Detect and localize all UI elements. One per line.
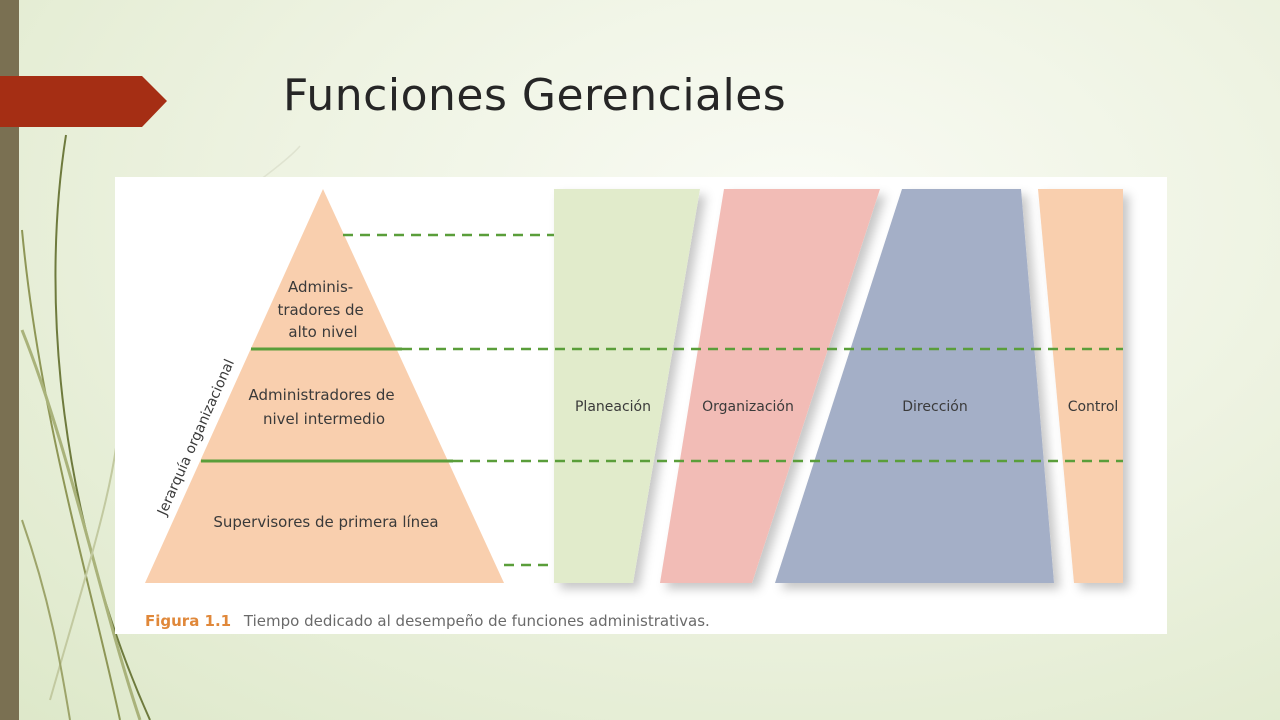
level-label-line: tradores de [277,301,363,319]
figure-caption: Figura 1.1 Tiempo dedicado al desempeño … [145,612,710,630]
function-band-direccion [775,189,1054,583]
function-label-direccion: Dirección [902,399,967,415]
caption-number: Figura 1.1 [145,612,231,630]
level-label-line: Supervisores de primera línea [213,513,438,531]
decorative-swirl [54,134,151,720]
decorative-swirl [21,519,71,720]
decorative-swirl [259,145,301,181]
function-label-control: Control [1068,399,1119,415]
function-band-planeacion [554,189,700,583]
function-label-planeacion: Planeación [575,399,651,415]
hierarchy-pyramid [145,189,504,583]
level-label-line: Adminis- [288,278,353,296]
function-band-organizacion [660,189,880,583]
title-arrow-icon [0,76,167,127]
left-accent-bar [0,0,19,720]
level-label-line: alto nivel [288,323,357,341]
decorative-swirl [21,229,121,720]
decorative-swirl [20,329,142,720]
level-label-middle: Administradores de nivel intermedio [249,386,400,428]
function-band-control [1038,189,1123,583]
management-functions-figure: Jerarquía organizacional Adminis- trador… [115,177,1167,634]
level-label-bottom: Supervisores de primera línea [213,513,438,531]
slide-title: Funciones Gerenciales [283,70,787,121]
caption-text: Tiempo dedicado al desempeño de funcione… [243,612,710,630]
function-label-organizacion: Organización [702,399,794,415]
level-label-top: Adminis- tradores de alto nivel [277,278,368,341]
level-label-line: nivel intermedio [263,410,385,428]
level-label-line: Administradores de [249,386,395,404]
